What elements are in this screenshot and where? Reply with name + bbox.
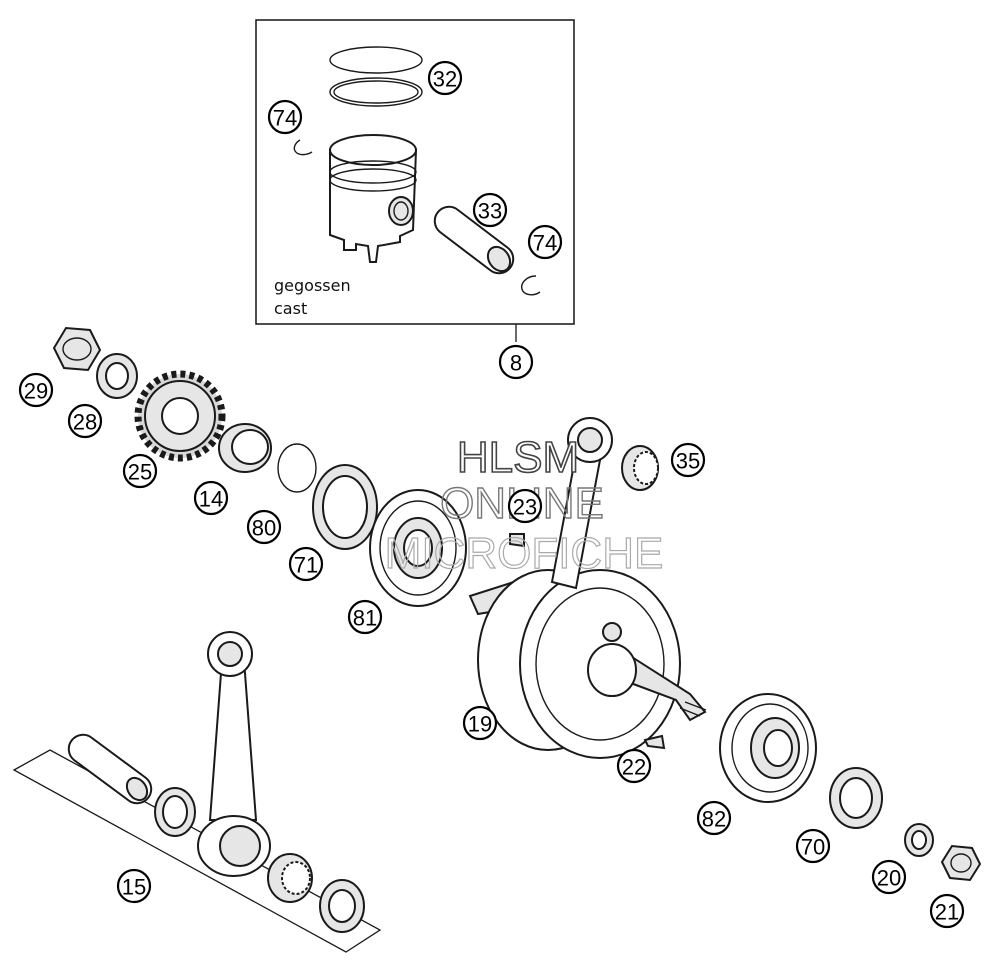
callout-32: 32 <box>427 60 463 96</box>
needle-bearing-35 <box>621 445 659 491</box>
svg-text:81: 81 <box>353 606 377 631</box>
callout-29: 29 <box>18 372 54 408</box>
o-ring-80 <box>277 443 317 493</box>
callout-33: 33 <box>472 192 508 228</box>
hex-nut-left <box>52 326 102 372</box>
callout-22: 22 <box>616 748 652 784</box>
callout-82: 82 <box>696 800 732 836</box>
svg-text:33: 33 <box>478 199 502 224</box>
callout-80: 80 <box>246 509 282 545</box>
piston-rings <box>329 46 423 107</box>
svg-text:35: 35 <box>676 449 700 474</box>
svg-text:19: 19 <box>468 712 492 737</box>
callout-19: 19 <box>462 705 498 741</box>
callout-35: 35 <box>670 442 706 478</box>
woodruff-key-22 <box>643 734 666 750</box>
svg-text:25: 25 <box>128 460 152 485</box>
svg-text:71: 71 <box>294 553 318 578</box>
needle-bearing <box>267 853 313 903</box>
callout-74-lower: 74 <box>527 224 563 260</box>
connecting-rod <box>197 631 271 877</box>
svg-text:8: 8 <box>510 351 522 376</box>
svg-text:32: 32 <box>433 67 457 92</box>
piston <box>329 134 418 263</box>
thrust-washer-a <box>154 787 196 837</box>
watermark-line-3: MICROFICHE <box>385 529 664 578</box>
callout-20: 20 <box>871 859 907 895</box>
svg-text:20: 20 <box>877 866 901 891</box>
callout-74-upper: 74 <box>267 99 303 135</box>
primary-gear <box>134 370 226 462</box>
shaft-seal-71 <box>312 464 378 550</box>
piston-inset: gegossen cast <box>255 19 575 342</box>
callout-14: 14 <box>193 480 229 516</box>
watermark-line-1: HLSM <box>457 433 579 482</box>
svg-text:14: 14 <box>199 487 223 512</box>
inset-note-de: gegossen <box>274 276 351 295</box>
svg-text:29: 29 <box>24 379 48 404</box>
shaft-seal-70 <box>829 767 883 829</box>
callout-21: 21 <box>929 893 965 929</box>
thrust-washer-b <box>319 879 365 933</box>
watermark: HLSM ONLINE MICROFICHE <box>384 432 664 578</box>
svg-text:74: 74 <box>273 106 297 131</box>
piston-pin <box>433 205 515 275</box>
callout-15: 15 <box>116 868 152 904</box>
woodruff-key-23 <box>509 533 525 548</box>
circlip-lower <box>520 275 541 296</box>
ball-bearing-82 <box>719 693 817 803</box>
callout-70: 70 <box>795 828 831 864</box>
svg-text:15: 15 <box>122 875 146 900</box>
svg-text:70: 70 <box>801 835 825 860</box>
svg-text:82: 82 <box>702 807 726 832</box>
lock-washer-right <box>904 823 934 857</box>
svg-text:21: 21 <box>935 900 959 925</box>
conrod-kit-15 <box>12 631 382 953</box>
lock-washer-left <box>96 353 138 399</box>
circlip-upper <box>293 139 313 156</box>
crank-pin <box>67 733 153 805</box>
crankshaft-19 <box>468 417 707 759</box>
bushing-14 <box>218 423 272 473</box>
callout-28: 28 <box>67 403 103 439</box>
ball-bearing-81 <box>369 489 467 607</box>
inset-note-en: cast <box>274 299 307 318</box>
svg-text:22: 22 <box>622 755 646 780</box>
hex-nut-right <box>940 844 982 882</box>
callout-71: 71 <box>288 546 324 582</box>
callout-23: 23 <box>507 488 543 524</box>
callout-81: 81 <box>347 599 383 635</box>
svg-text:74: 74 <box>533 231 557 256</box>
svg-text:23: 23 <box>513 495 537 520</box>
callout-8: 8 <box>498 344 534 380</box>
callout-25: 25 <box>122 453 158 489</box>
svg-text:28: 28 <box>73 410 97 435</box>
svg-text:80: 80 <box>252 516 276 541</box>
